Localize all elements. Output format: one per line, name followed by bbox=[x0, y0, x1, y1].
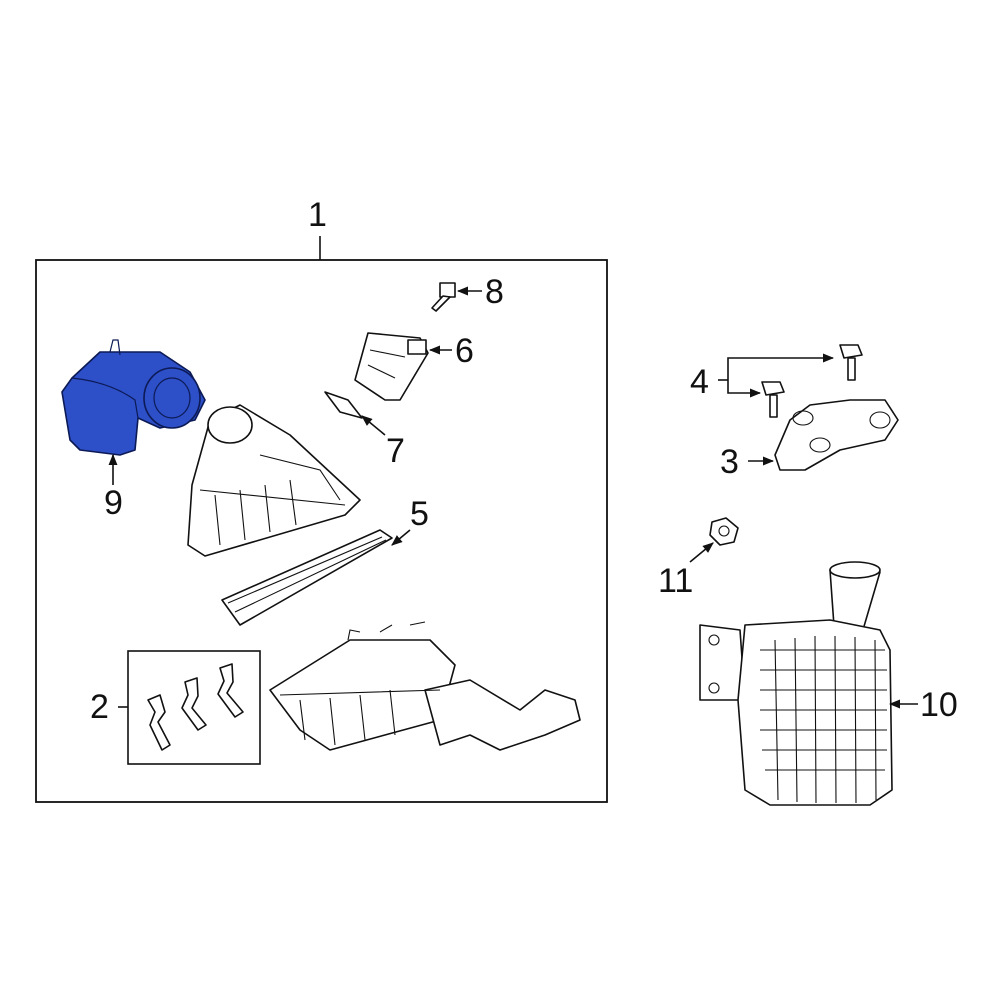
callout-2[interactable]: 2 bbox=[90, 688, 109, 726]
part-11-nut[interactable] bbox=[709, 517, 739, 546]
callout-7[interactable]: 7 bbox=[386, 432, 405, 470]
callout-10[interactable]: 10 bbox=[920, 686, 958, 724]
callout-11[interactable]: 11 bbox=[658, 562, 693, 600]
part-7-gasket[interactable] bbox=[324, 391, 363, 419]
callout-line-4a bbox=[727, 353, 835, 380]
callout-8[interactable]: 8 bbox=[485, 273, 504, 311]
part-9-outlet-duct[interactable] bbox=[61, 339, 206, 456]
callout-6[interactable]: 6 bbox=[455, 332, 474, 370]
callout-5[interactable]: 5 bbox=[410, 495, 429, 533]
callout-3[interactable]: 3 bbox=[720, 443, 739, 481]
part-8-screw[interactable] bbox=[431, 282, 456, 312]
callout-4[interactable]: 4 bbox=[690, 363, 709, 401]
part-air-cleaner-cover[interactable] bbox=[187, 404, 361, 557]
part-3-bracket[interactable] bbox=[774, 399, 899, 471]
part-6-maf-sensor[interactable] bbox=[354, 332, 429, 401]
callout-line-7 bbox=[361, 415, 386, 436]
callout-line-5 bbox=[391, 529, 411, 546]
callout-line-11 bbox=[689, 542, 714, 563]
part-4-bolts[interactable] bbox=[761, 344, 863, 418]
part-lower-air-cleaner-box[interactable] bbox=[269, 621, 581, 751]
part-10-resonator[interactable] bbox=[699, 561, 893, 806]
part-2-clips[interactable] bbox=[147, 663, 244, 751]
callout-9[interactable]: 9 bbox=[104, 484, 123, 522]
assembly-frame bbox=[35, 259, 608, 803]
callout-line-4b bbox=[727, 380, 762, 398]
callout-1[interactable]: 1 bbox=[308, 196, 327, 234]
